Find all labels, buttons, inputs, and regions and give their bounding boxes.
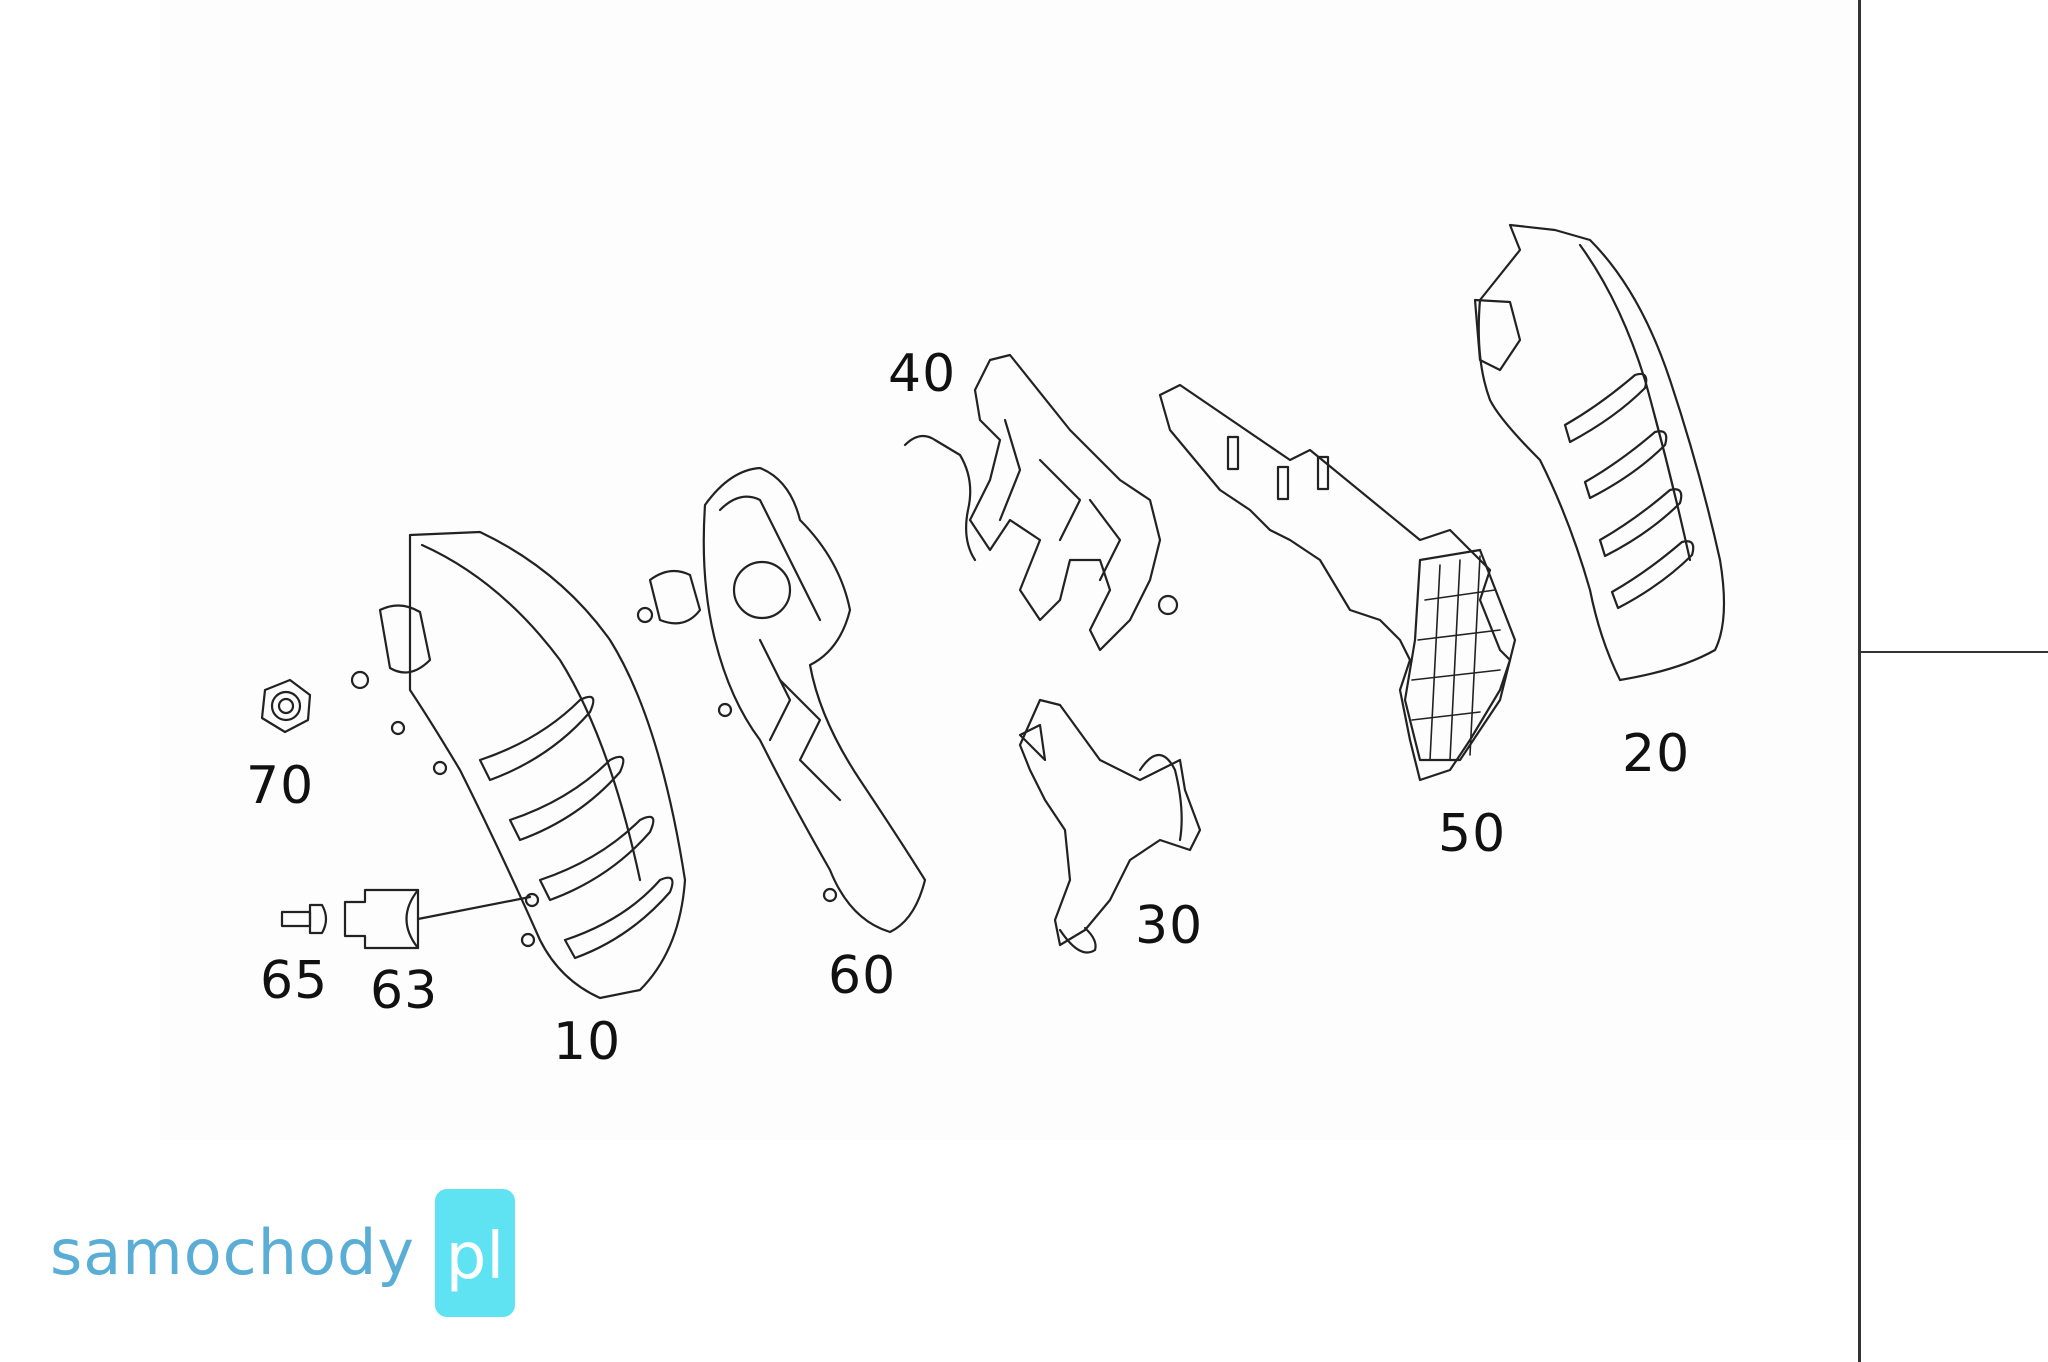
part-65-bulb-icon [280,903,328,935]
logo-badge: pl [435,1189,515,1317]
part-label-30: 30 [1135,896,1204,956]
part-60-reflector-carrier-icon [636,466,927,934]
part-50-led-panel-icon [1158,383,1517,782]
part-label-60: 60 [828,946,897,1006]
samochody-logo: samochody pl [50,1188,515,1318]
part-70-nut-icon [260,678,312,734]
part-label-65: 65 [260,951,329,1011]
frame-border-vertical [1858,0,1861,1362]
part-40-wiring-board-icon [903,353,1179,652]
part-label-50: 50 [1438,804,1507,864]
part-label-40: 40 [888,344,957,404]
part-63-socket-icon [343,888,532,950]
part-label-63: 63 [370,961,439,1021]
frame-border-horizontal [1858,651,2048,653]
part-label-20: 20 [1622,724,1691,784]
part-label-10: 10 [553,1012,622,1072]
drawing-area [160,0,1860,1140]
part-20-tail-light-right-icon [1473,223,1726,682]
part-10-tail-light-left-icon [350,530,687,1000]
part-30-led-board-icon [1018,698,1202,954]
logo-wordmark: samochody [50,1216,415,1289]
part-label-70: 70 [246,756,315,816]
logo-badge-text: pl [445,1220,505,1294]
